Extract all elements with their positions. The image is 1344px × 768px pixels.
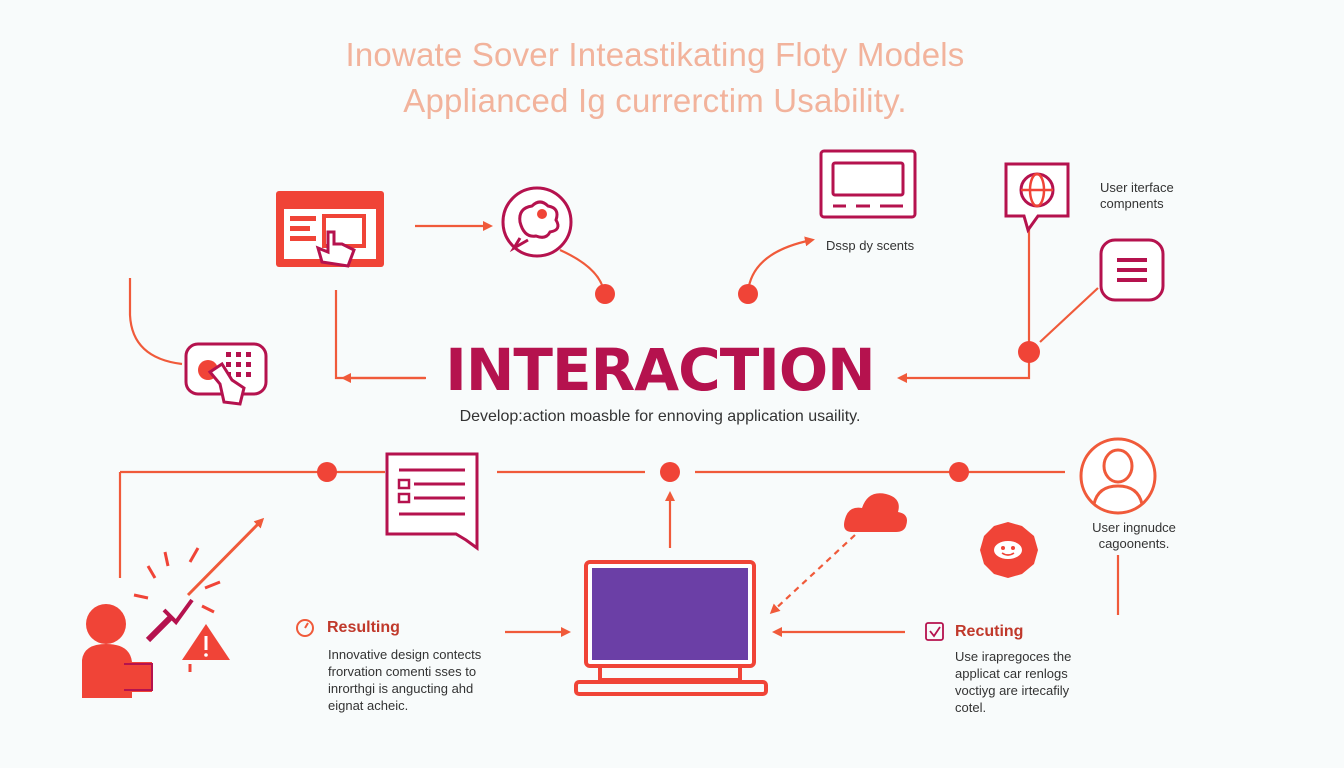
warning-icon (182, 624, 230, 672)
list-icon (1099, 238, 1165, 302)
para-line: cotel. (955, 700, 987, 715)
person-action-icon (82, 547, 221, 698)
clock-icon (296, 619, 314, 637)
right-block-heading: Recuting (955, 623, 1024, 640)
label-line: User iterface (1100, 180, 1174, 195)
dot-mid-right (949, 462, 969, 482)
connector-right-hero (897, 218, 1031, 383)
title-line-1: Inowate Sover Inteastikating Floty Model… (345, 36, 965, 73)
document-chat-icon (385, 452, 479, 551)
connector-left-hook (128, 278, 183, 366)
dot-mid-left (317, 462, 337, 482)
connectors (118, 218, 1120, 637)
connector-dot-deep (746, 236, 815, 293)
brain-speech-icon (501, 186, 573, 258)
dot-top-right (738, 284, 758, 304)
browser-touch-icon (276, 191, 384, 268)
connector-cloud-laptop (769, 534, 856, 615)
monitor-icon (819, 149, 917, 219)
para-line: inrorthgi is angucting ahd (328, 681, 474, 696)
connector-brain-dot (559, 248, 606, 293)
label-user-ingredient-components: User ingnudce cagoonents. (1074, 520, 1194, 552)
dot-right-vertical (1018, 341, 1040, 363)
label-deep-content: Dssp dy scents (826, 238, 915, 253)
label-user-interface-components: User iterface compnents (1100, 180, 1240, 212)
smile-badge-icon (980, 522, 1038, 578)
para-line: frorvation comenti sses to (328, 664, 477, 679)
title-line-2: Applianced Ig currerctim Usability. (403, 82, 907, 119)
left-block-heading: Resulting (327, 619, 400, 636)
cloud-icon (844, 493, 907, 532)
connector-list-dot (1039, 287, 1099, 343)
connector-browser-hero (334, 290, 426, 380)
connector-person-diagonal (186, 517, 265, 597)
para-line: eignat acheic. (328, 698, 409, 713)
checkbox-icon (925, 622, 944, 641)
para-line: applicat car renlogs (955, 666, 1068, 681)
para-line: Innovative design contects (328, 647, 482, 662)
right-block-text: Use irapregoces the applicat car renlogs… (955, 648, 1115, 716)
user-icon (1079, 437, 1157, 515)
hero-heading: INTERACTION (445, 336, 875, 404)
connector-dots (317, 284, 1040, 482)
label-line: compnents (1100, 196, 1164, 211)
label-line: cagoonents. (1098, 536, 1170, 551)
hero-tagline: Develop:action moasble for ennoving appl… (459, 408, 861, 425)
dot-mid-center (660, 462, 680, 482)
label-line: User ingnudce (1092, 520, 1176, 535)
para-line: voctiyg are irtecafily (955, 683, 1070, 698)
laptop-icon (574, 560, 768, 696)
para-line: Use irapregoces the (955, 649, 1072, 664)
globe-chat-icon (1004, 162, 1070, 234)
keypad-touch-icon (184, 342, 268, 406)
dot-top-left (595, 284, 615, 304)
left-block-text: Innovative design contects frorvation co… (328, 646, 508, 714)
